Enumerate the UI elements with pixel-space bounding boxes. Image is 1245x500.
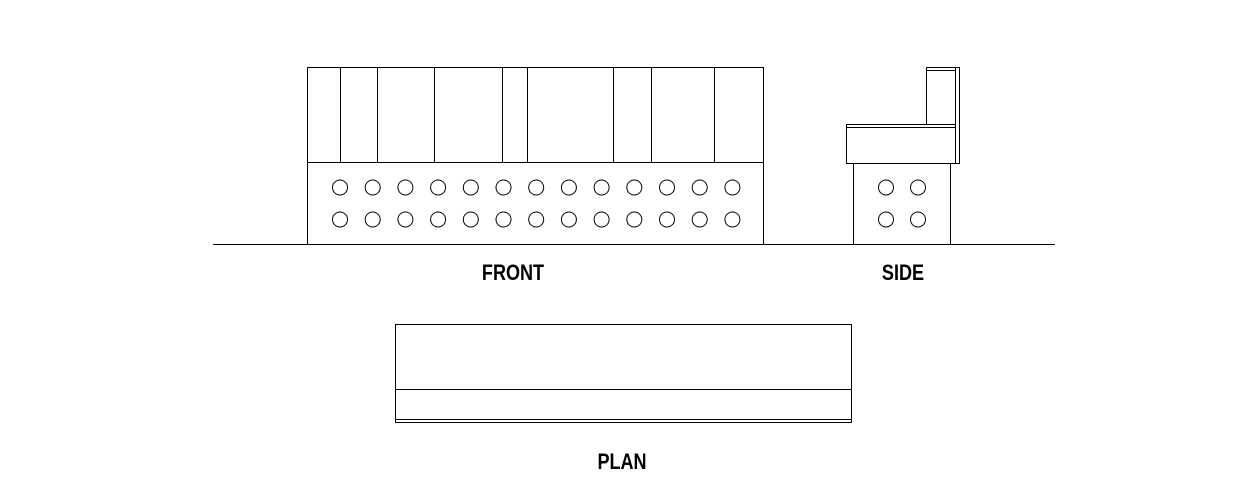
front-hole	[659, 211, 675, 228]
side-view-label: SIDE	[881, 260, 925, 285]
front-hole	[495, 179, 512, 196]
front-hole	[430, 179, 447, 196]
front-hole	[593, 211, 610, 228]
side-hole	[878, 179, 894, 196]
front-hole	[364, 179, 381, 196]
front-hole	[528, 179, 545, 196]
front-hole	[560, 211, 577, 228]
front-hole	[462, 179, 479, 196]
front-hole	[332, 179, 348, 196]
side-base	[853, 163, 951, 245]
side-view	[846, 67, 960, 245]
side-hole	[910, 211, 926, 228]
front-hole	[430, 211, 447, 228]
side-base-holes	[878, 179, 926, 228]
plan-outline	[395, 324, 852, 423]
front-back-outline	[307, 67, 764, 163]
front-hole	[364, 211, 381, 228]
front-hole	[691, 179, 708, 196]
plan-view-label: PLAN	[597, 449, 647, 474]
front-base	[307, 162, 764, 245]
front-hole	[495, 211, 512, 228]
front-hole	[691, 211, 708, 228]
front-hole	[397, 179, 414, 196]
front-hole	[593, 179, 610, 196]
side-hole	[878, 211, 894, 228]
front-hole	[332, 211, 348, 228]
side-seat-block	[846, 124, 956, 164]
front-hole	[397, 211, 414, 228]
plan-view	[395, 324, 852, 423]
front-back-panel-dividers	[340, 67, 715, 163]
front-hole	[528, 211, 545, 228]
front-view	[307, 67, 764, 245]
front-view-label: FRONT	[481, 260, 545, 285]
front-hole	[659, 179, 675, 196]
front-hole	[724, 179, 741, 196]
side-hole	[910, 179, 926, 196]
front-hole	[462, 211, 479, 228]
front-hole	[724, 211, 741, 228]
front-base-holes	[332, 179, 741, 228]
front-hole	[626, 211, 643, 228]
front-hole	[560, 179, 577, 196]
front-hole	[626, 179, 643, 196]
